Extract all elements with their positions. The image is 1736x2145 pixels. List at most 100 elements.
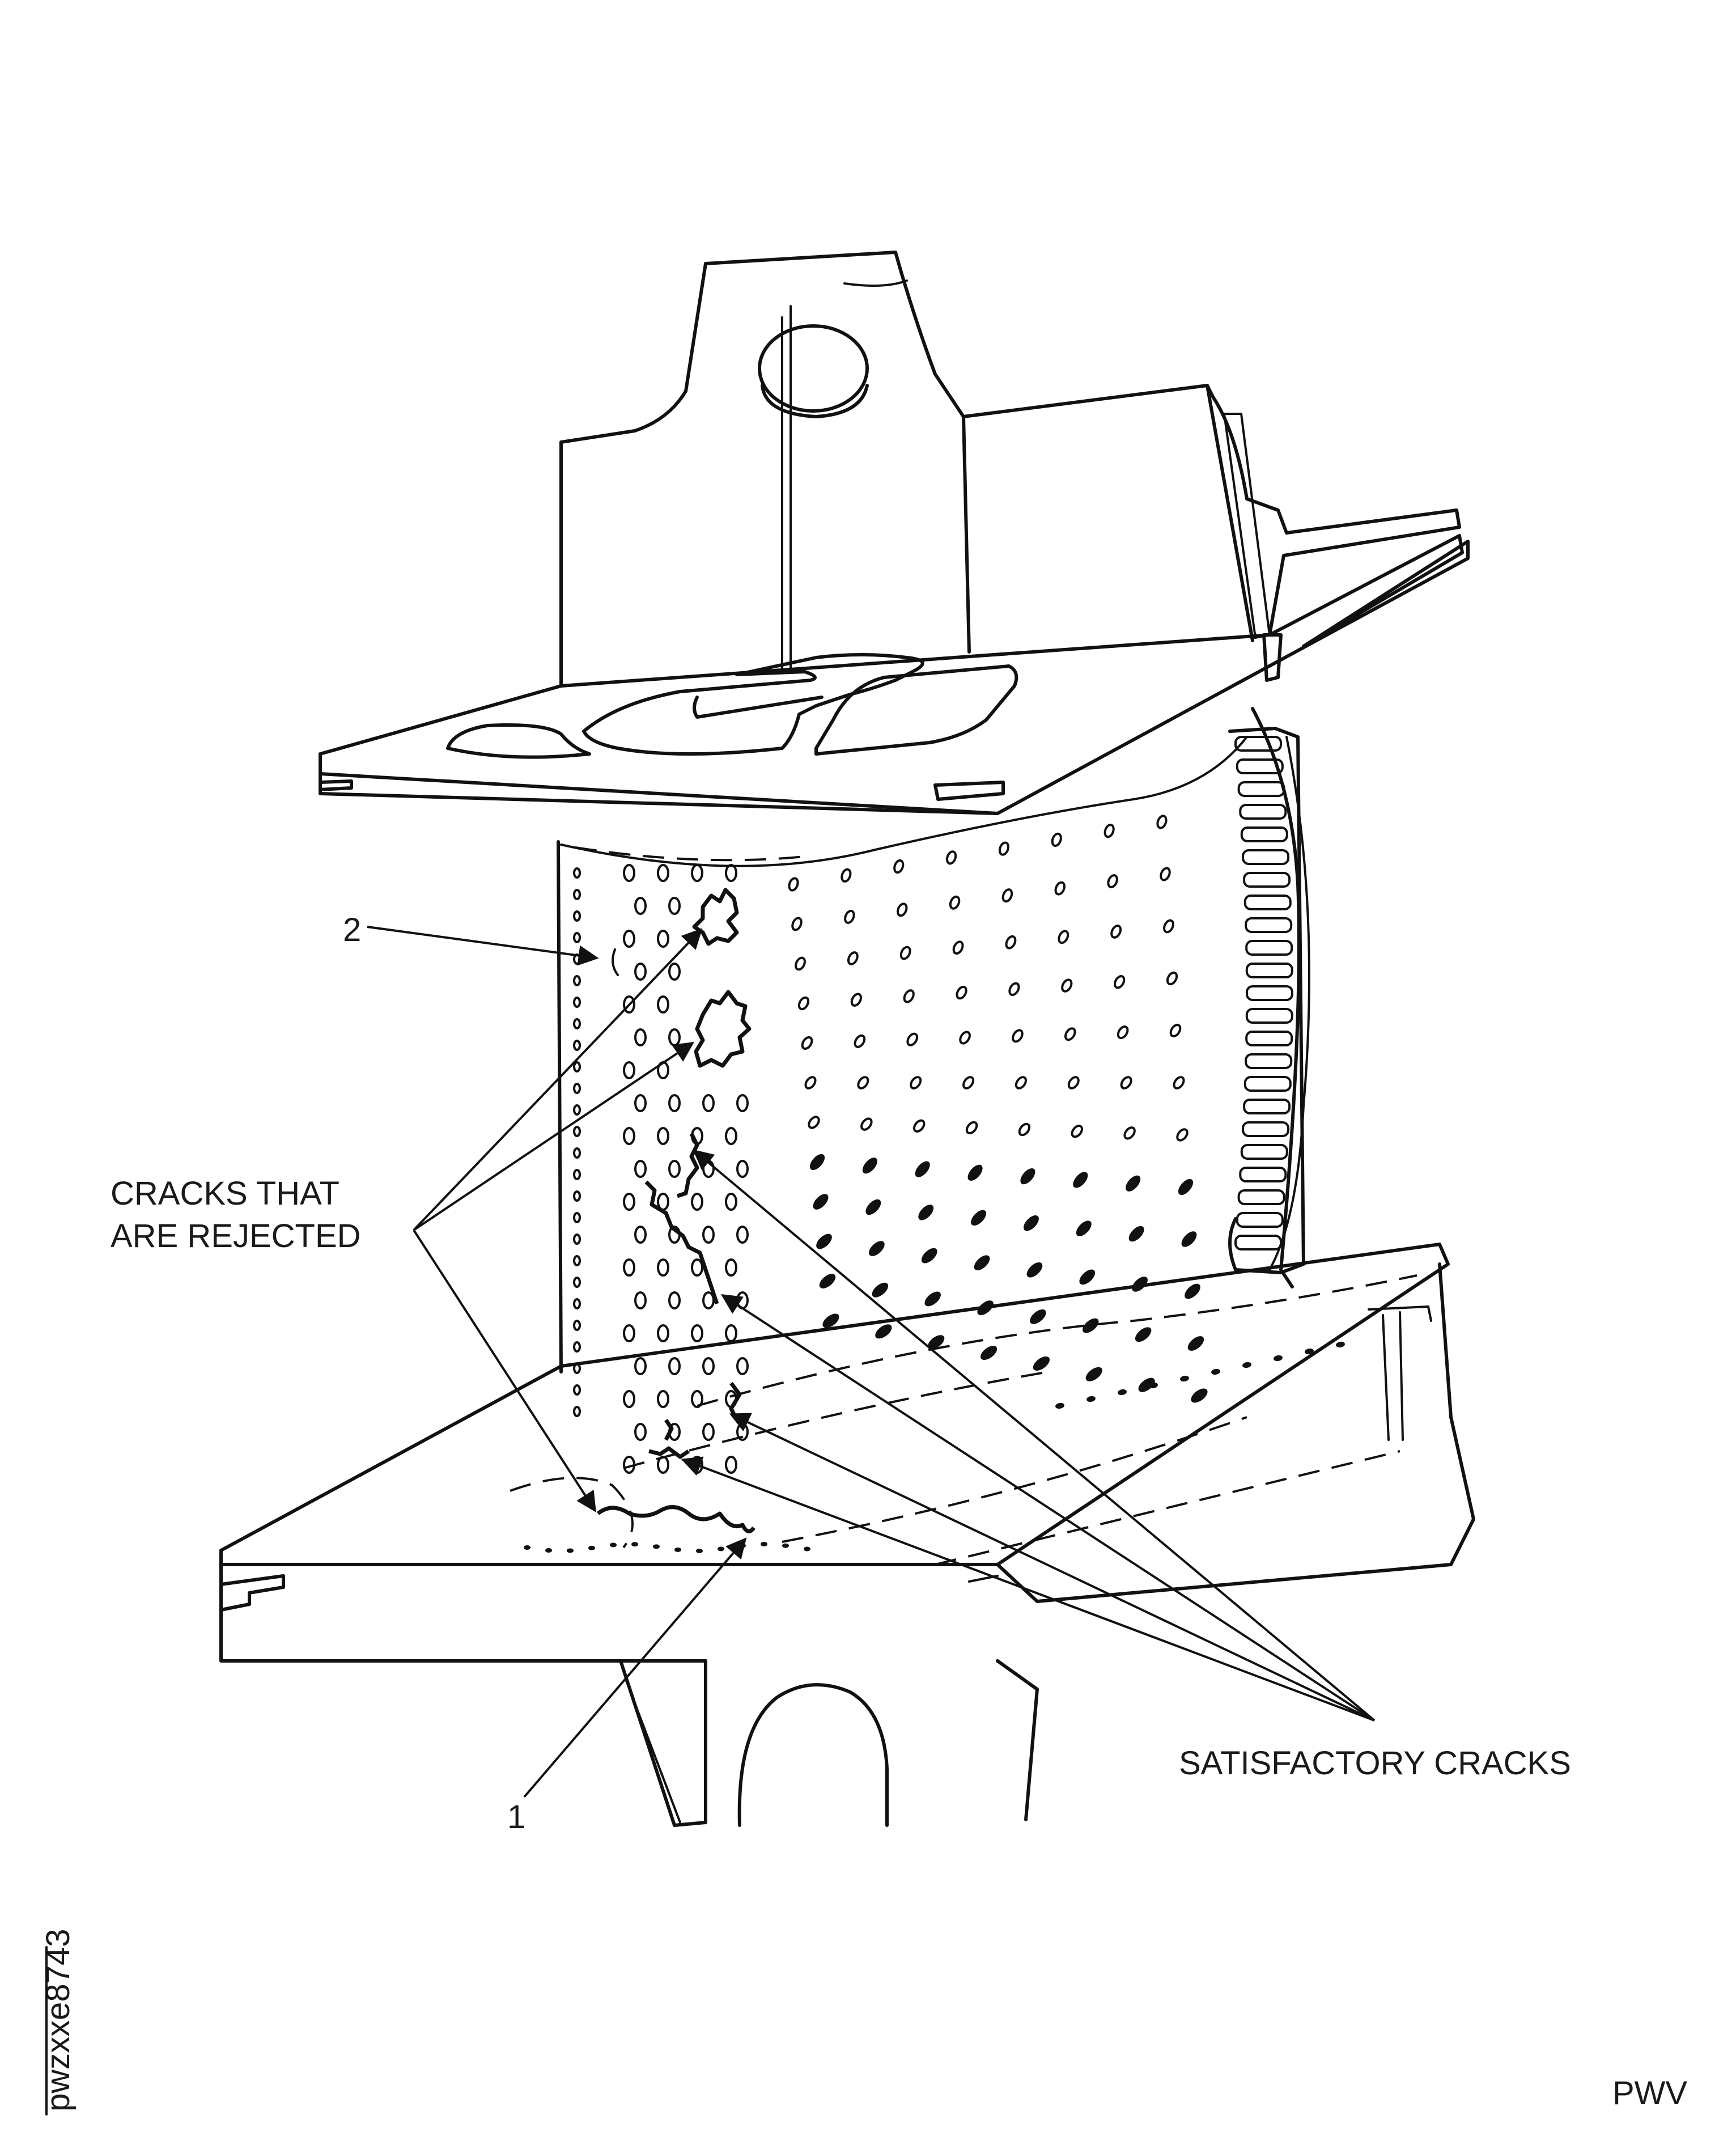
cooling-hole — [702, 1226, 715, 1244]
cooling-slot — [1240, 1144, 1288, 1160]
cooling-hole — [573, 932, 581, 943]
cooling-hole — [809, 1154, 825, 1171]
cooling-hole — [847, 951, 859, 965]
cooling-hole — [1114, 975, 1126, 989]
cooling-hole — [573, 1169, 581, 1180]
cooling-hole — [857, 1076, 869, 1090]
cooling-hole — [668, 1160, 681, 1178]
cooling-hole — [657, 864, 669, 882]
cooling-hole — [1110, 925, 1122, 939]
cooling-hole — [1064, 1027, 1076, 1041]
cooling-slot — [1243, 1099, 1291, 1114]
cooling-hole — [1149, 1382, 1158, 1389]
cooling-slot — [1245, 1053, 1293, 1069]
cooling-hole — [868, 1241, 885, 1256]
cooling-hole — [1336, 1341, 1345, 1348]
cooling-hole — [1058, 930, 1069, 944]
cooling-hole — [1086, 1396, 1096, 1402]
cooling-hole — [1191, 1388, 1208, 1403]
cooling-slot — [1236, 758, 1284, 774]
cooling-hole — [822, 1313, 839, 1328]
cooling-hole — [1118, 1389, 1127, 1396]
cooling-hole — [623, 1258, 635, 1277]
cooling-hole — [1008, 982, 1020, 997]
cooling-hole — [657, 1390, 669, 1408]
cooling-hole — [702, 1357, 715, 1375]
cooling-hole — [573, 1341, 581, 1353]
cooling-hole — [945, 850, 957, 865]
cooling-hole — [702, 1094, 715, 1112]
lower-platform — [219, 1243, 1475, 1663]
cooling-hole — [1117, 1025, 1129, 1040]
cooling-hole — [1187, 1336, 1204, 1351]
cooling-hole — [1026, 1262, 1043, 1278]
cooling-hole — [795, 956, 806, 971]
cooling-hole — [573, 1040, 581, 1051]
cooling-hole — [634, 1226, 647, 1244]
cooling-hole — [573, 1083, 581, 1094]
cooling-hole — [668, 1094, 681, 1112]
rejected-cracks-label-line1: CRACKS THAT — [111, 1175, 339, 1212]
cooling-hole — [623, 995, 635, 1014]
cooling-hole — [1107, 874, 1118, 889]
cooling-slot — [1243, 895, 1292, 910]
cooling-hole — [657, 930, 669, 948]
cooling-hole — [573, 1147, 581, 1159]
cooling-hole — [573, 1018, 581, 1029]
cooling-hole — [573, 867, 581, 879]
cooling-hole — [573, 975, 581, 986]
cooling-slot — [1237, 781, 1285, 797]
cooling-hole — [804, 1546, 810, 1551]
leader-lines — [367, 926, 1376, 1798]
cooling-hole — [862, 1158, 877, 1174]
cooling-hole — [899, 946, 911, 960]
cooling-hole — [875, 1324, 892, 1339]
cooling-slot — [1245, 1008, 1293, 1024]
cooling-hole — [573, 1298, 581, 1309]
cooling-hole — [761, 1542, 767, 1546]
cooling-hole — [918, 1205, 934, 1220]
cooling-hole — [573, 1104, 581, 1116]
rejected-cracks-label-line2: ARE REJECTED — [111, 1218, 361, 1254]
cooling-hole — [956, 985, 967, 1000]
cooling-slot — [1239, 1167, 1287, 1182]
cooling-hole — [736, 1160, 749, 1178]
cooling-hole — [736, 1357, 749, 1375]
cooling-hole — [691, 1258, 703, 1277]
cooling-hole — [1178, 1179, 1194, 1196]
cooling-hole — [657, 1324, 669, 1342]
cooling-hole — [634, 1028, 647, 1046]
cooling-hole — [725, 1193, 737, 1211]
cooling-hole — [657, 1258, 669, 1277]
satisfactory-cracks-label: SATISFACTORY CRACKS — [1179, 1745, 1571, 1782]
cooling-hole — [1163, 919, 1174, 934]
cooling-hole — [634, 1291, 647, 1309]
cooling-hole — [844, 909, 855, 924]
cooling-hole — [980, 1346, 998, 1360]
cooling-hole — [1120, 1076, 1132, 1090]
cooling-hole — [573, 1320, 581, 1331]
cooling-hole — [1083, 1318, 1099, 1333]
cooling-hole — [965, 1121, 978, 1135]
cooling-hole — [1242, 1362, 1251, 1368]
cooling-hole — [906, 1032, 919, 1046]
cooling-hole — [623, 1324, 635, 1342]
cooling-hole — [949, 895, 961, 910]
cooling-hole — [1135, 1327, 1152, 1342]
cooling-hole — [952, 940, 964, 955]
cooling-hole — [921, 1248, 937, 1264]
cooling-hole — [1079, 1269, 1096, 1285]
cooling-hole — [1067, 1076, 1080, 1090]
cooling-hole — [573, 1384, 581, 1396]
cooling-slot — [1237, 1189, 1285, 1205]
upper-platform — [319, 534, 1470, 815]
cooling-hole — [974, 1255, 990, 1271]
cooling-hole — [657, 995, 669, 1014]
cooling-hole — [567, 1548, 574, 1553]
cooling-hole — [588, 1545, 595, 1550]
cooling-hole — [910, 1076, 922, 1090]
cooling-hole — [691, 1324, 703, 1342]
cooling-hole — [1055, 1402, 1064, 1409]
cooling-hole — [813, 1194, 829, 1210]
